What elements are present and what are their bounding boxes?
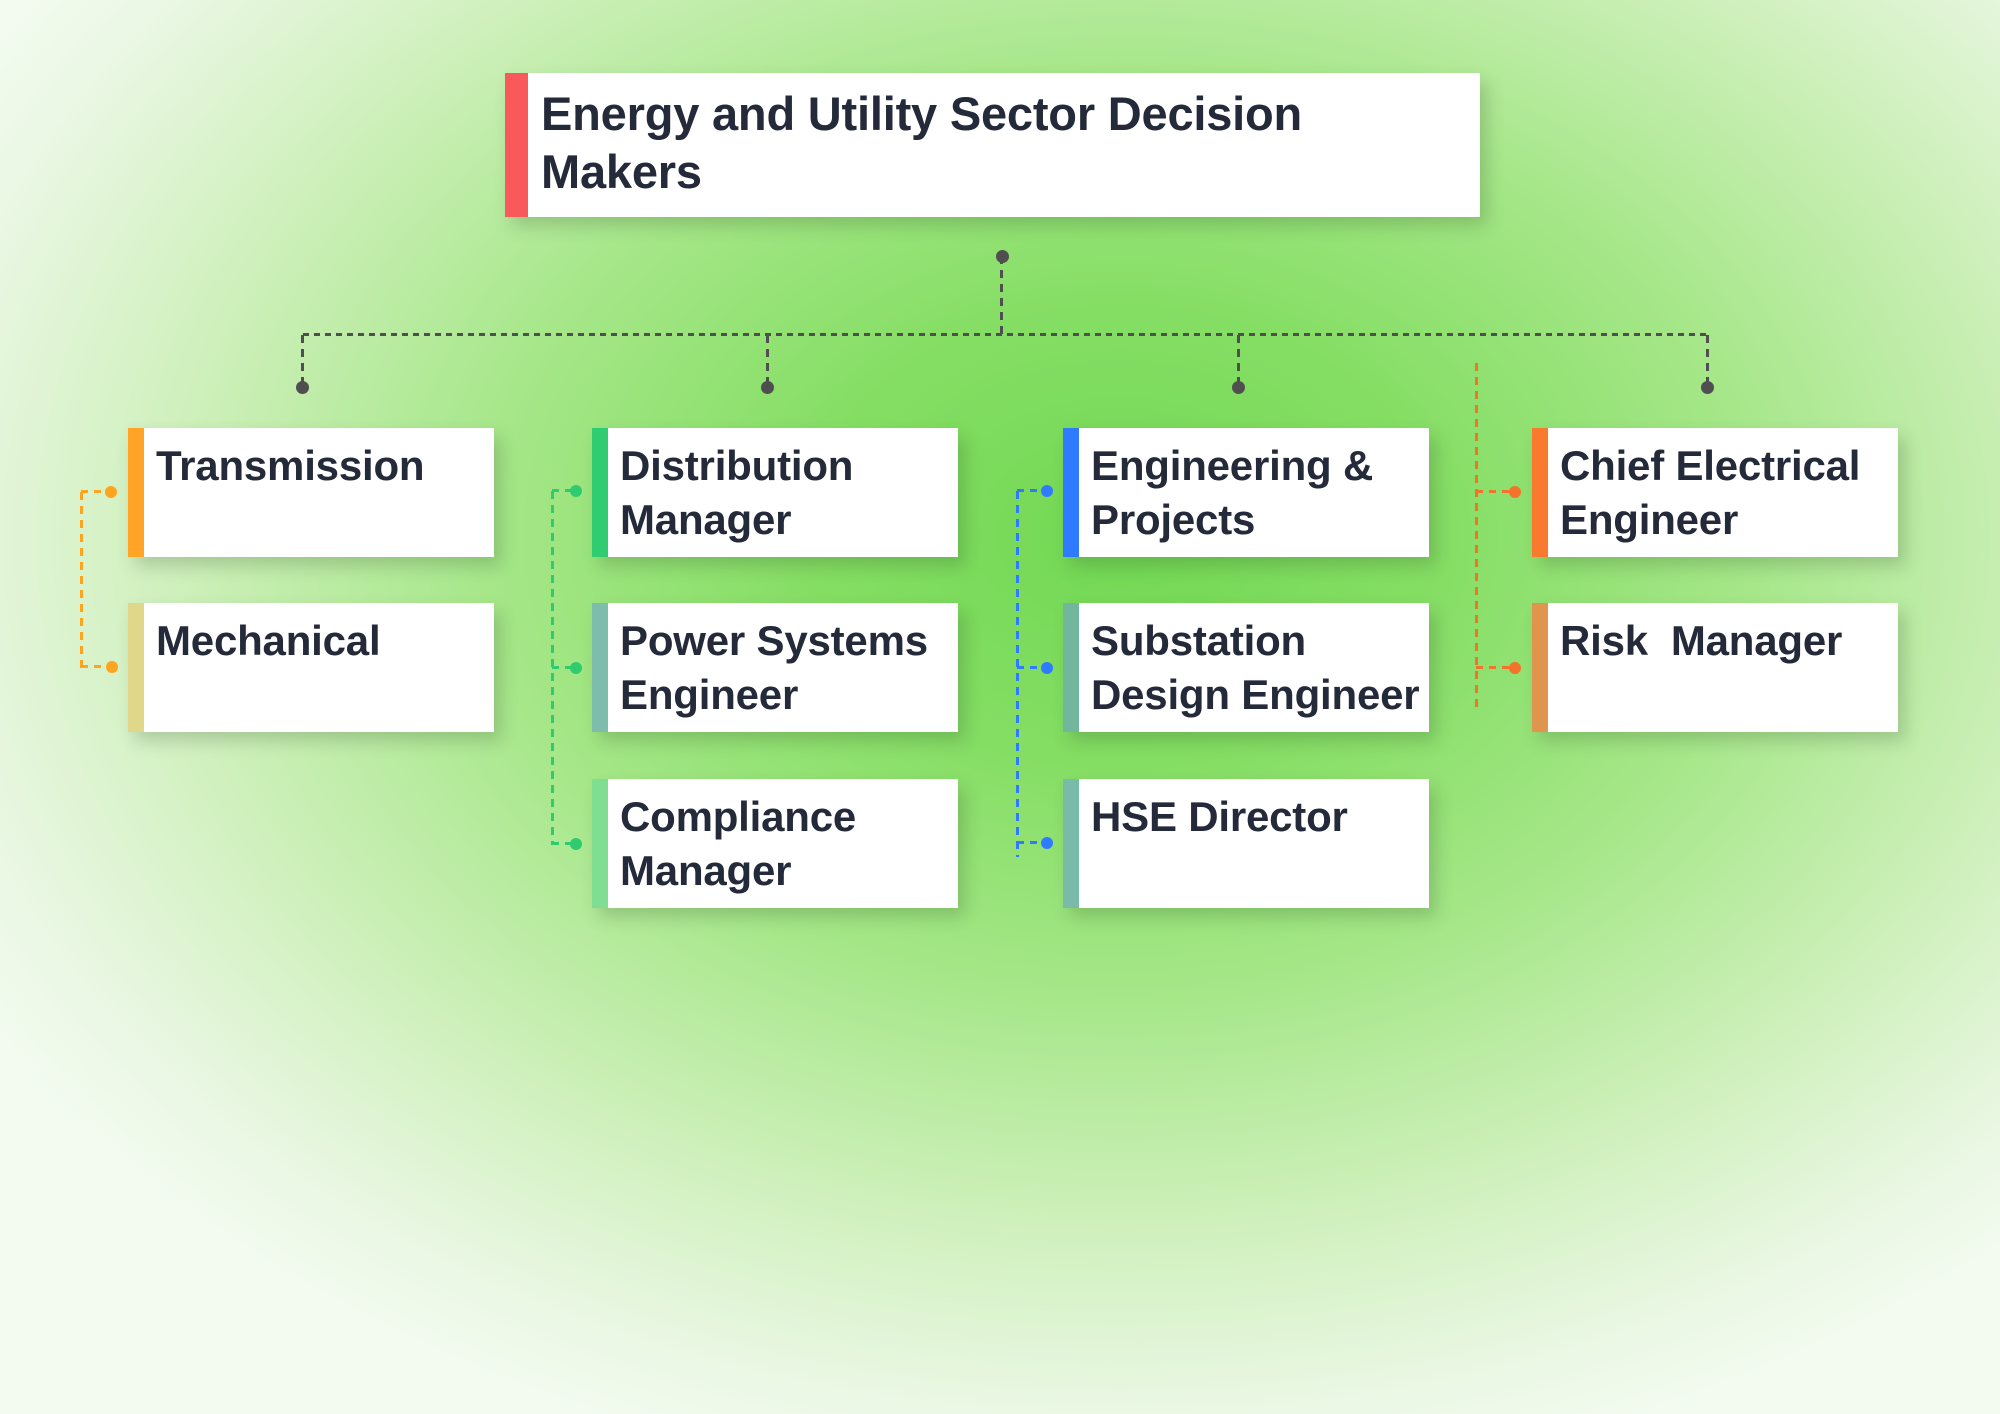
card-accent-bar	[1063, 603, 1079, 732]
card-label: Compliance Manager	[620, 793, 857, 894]
title-card: Energy and Utility Sector Decision Maker…	[505, 73, 1480, 217]
card-label: Risk Manager	[1560, 617, 1843, 664]
dashed-line	[1017, 666, 1043, 669]
card-accent-bar	[1532, 428, 1548, 557]
card-label: Power Systems Engineer	[620, 617, 928, 718]
card-power-systems-engineer: Power Systems Engineer	[592, 603, 958, 732]
dashed-line	[1706, 335, 1709, 387]
card-label: Transmission	[156, 442, 425, 489]
card-mechanical: Mechanical	[128, 603, 494, 732]
card-transmission: Transmission	[128, 428, 494, 557]
connector-dot	[1509, 486, 1521, 498]
card-accent-bar	[1063, 779, 1079, 908]
card-label: Distribution Manager	[620, 442, 854, 543]
dashed-line	[552, 666, 572, 669]
card-engineering-projects: Engineering & Projects	[1063, 428, 1429, 557]
card-label: Mechanical	[156, 617, 381, 664]
card-label: HSE Director	[1091, 793, 1348, 840]
dashed-line	[1017, 841, 1043, 844]
connector-dot	[1509, 662, 1521, 674]
card-accent-bar	[1532, 603, 1548, 732]
card-substation-design-engineer: Substation Design Engineer	[1063, 603, 1429, 732]
page-title: Energy and Utility Sector Decision Maker…	[541, 87, 1303, 198]
card-accent-bar	[592, 428, 608, 557]
card-accent-bar	[128, 428, 144, 557]
dashed-line	[303, 333, 1708, 336]
dashed-line	[80, 492, 83, 668]
connector-dot	[570, 485, 582, 497]
connector-dot	[570, 838, 582, 850]
card-accent-bar	[1063, 428, 1079, 557]
dashed-line	[81, 665, 107, 668]
dashed-line	[81, 490, 106, 493]
card-label: Chief Electrical Engineer	[1560, 442, 1861, 543]
dashed-line	[1016, 491, 1019, 857]
card-chief-electrical-engineer: Chief Electrical Engineer	[1532, 428, 1898, 557]
dashed-line	[301, 335, 304, 387]
connector-dot	[1041, 485, 1053, 497]
card-accent-bar	[128, 603, 144, 732]
connector-dot	[761, 381, 774, 394]
card-compliance-manager: Compliance Manager	[592, 779, 958, 908]
dashed-line	[1237, 335, 1240, 387]
connector-dot	[570, 662, 582, 674]
card-hse-director: HSE Director	[1063, 779, 1429, 908]
card-risk-manager: Risk Manager	[1532, 603, 1898, 732]
connector-dot	[1701, 381, 1714, 394]
dashed-line	[552, 489, 572, 492]
dashed-line	[1017, 489, 1043, 492]
connector-dot	[105, 486, 117, 498]
dashed-line	[1000, 256, 1003, 335]
dashed-line	[552, 842, 572, 845]
dashed-line	[1475, 363, 1478, 713]
connector-dot	[1232, 381, 1245, 394]
connector-dot	[1041, 662, 1053, 674]
connector-dot	[1041, 837, 1053, 849]
title-accent-bar	[505, 73, 528, 217]
card-distribution-manager: Distribution Manager	[592, 428, 958, 557]
connector-dot	[106, 661, 118, 673]
dashed-line	[766, 335, 769, 387]
dashed-line	[1476, 666, 1511, 669]
dashed-line	[1476, 490, 1511, 493]
card-accent-bar	[592, 779, 608, 908]
card-label: Engineering & Projects	[1091, 442, 1374, 543]
connector-dot	[296, 381, 309, 394]
card-accent-bar	[592, 603, 608, 732]
card-label: Substation Design Engineer	[1091, 617, 1420, 718]
